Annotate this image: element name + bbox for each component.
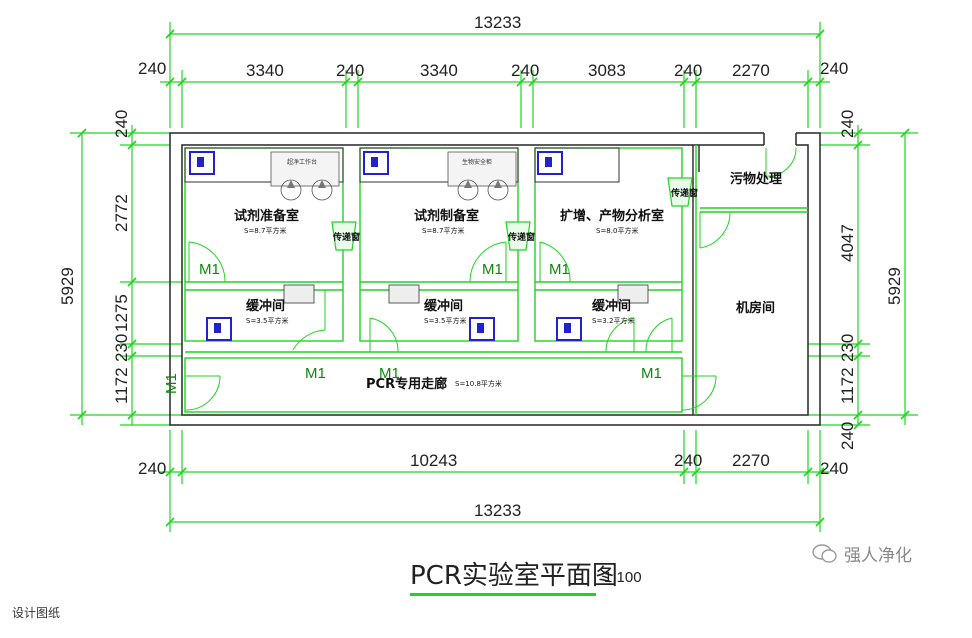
top-dim-1: 3340 [246,61,284,80]
top-dim-5: 3083 [588,61,626,80]
buffer-room-1-name: 缓冲间 [246,298,285,314]
door-label-2: M1 [482,261,503,278]
title-underline [410,593,596,596]
right-dim-0: 240 [838,110,857,138]
exterior-walls [169,132,821,426]
bottom-dim-1: 10243 [410,451,457,470]
right-dim-1: 4047 [838,224,857,262]
top-dim-7: 2270 [732,61,770,80]
left-dim-2: 1275 [112,294,131,332]
watermark: 强人净化 [812,541,912,566]
bottom-dim-4: 240 [820,459,848,478]
buffer-room-1-area: S=3.5平方米 [246,316,288,325]
sink-icon [469,317,495,341]
counters [184,147,620,183]
rack-icons [283,284,649,304]
room-name-amplification: 扩增、产物分析室 [560,208,664,224]
top-dim-0: 240 [138,59,166,78]
pass-window-label-2: 传递窗 [507,231,535,243]
buffer-room-2-name: 缓冲间 [424,298,463,314]
top-dim-6: 240 [674,61,702,80]
buffer-room-3-name: 缓冲间 [592,298,631,314]
clean-bench-label: 超净工作台 [287,158,317,166]
room-area-reagent-making: S=8.7平方米 [422,226,464,235]
page-caption: 设计图纸 [12,606,61,620]
right-total-dim: 5929 [885,267,904,305]
top-dim-2: 240 [336,61,364,80]
top-dim-8: 240 [820,59,848,78]
pass-window-label-1: 传递窗 [332,231,360,243]
left-dim-1: 2772 [112,194,131,232]
sink-icon [189,151,215,175]
biosafety-cabinet-label: 生物安全柜 [462,158,492,166]
watermark-text: 强人净化 [844,546,912,566]
right-dim-2: 230 [838,334,857,362]
right-dim-3: 1172 [838,367,857,404]
door-swings [185,147,797,411]
room-area-reagent-prep: S=8.7平方米 [244,226,286,235]
service-partitions [692,145,700,415]
left-dim-0: 240 [112,110,131,138]
room-name-reagent-making: 试剂制备室 [414,208,479,224]
sink-icon [206,317,232,341]
door-label-6: M1 [641,365,662,382]
door-label-4: M1 [305,365,326,382]
sink-icon [537,151,563,175]
door-label-5: M1 [379,365,400,382]
dimension-lines [70,22,918,532]
door-label-1: M1 [199,261,220,278]
waste-room-name: 污物处理 [730,171,782,187]
right-dim-4: 240 [838,422,857,450]
drawing-scale: 1:100 [604,569,642,586]
buffer-room-2-area: S=3.5平方米 [424,316,466,325]
left-dim-4: 1172 [112,367,131,404]
top-dim-4: 240 [511,61,539,80]
left-total-dim: 5929 [58,267,77,305]
dimension-ticks [77,29,910,527]
drawing-title: PCR实验室平面图 [410,561,618,591]
left-dim-3: 230 [112,334,131,362]
door-label-7: M1 [163,373,180,394]
bottom-dim-3: 2270 [732,451,770,470]
room-area-amplification: S=8.0平方米 [596,226,638,235]
bottom-dim-0: 240 [138,459,166,478]
bottom-dim-2: 240 [674,451,702,470]
top-total-dim: 13233 [474,13,521,32]
clean-bench: 超净工作台 [270,151,340,201]
top-dim-3: 3340 [420,61,458,80]
sink-icon [363,151,389,175]
pass-window-icon [331,177,693,251]
machine-room-name: 机房间 [736,300,775,316]
wechat-icon [812,543,837,563]
bottom-total-dim: 13233 [474,501,521,520]
room-name-reagent-prep: 试剂准备室 [234,208,299,224]
sink-icon [556,317,582,341]
pass-window-label-3: 传递窗 [670,187,698,199]
top-wall-opening [764,132,796,146]
buffer-room-3-area: S=3.2平方米 [592,316,634,325]
biosafety-cabinet: 生物安全柜 [447,151,517,201]
corridor-name: PCR专用走廊 [366,376,447,392]
door-label-3: M1 [549,261,570,278]
corridor-area: S=10.8平方米 [455,379,502,388]
